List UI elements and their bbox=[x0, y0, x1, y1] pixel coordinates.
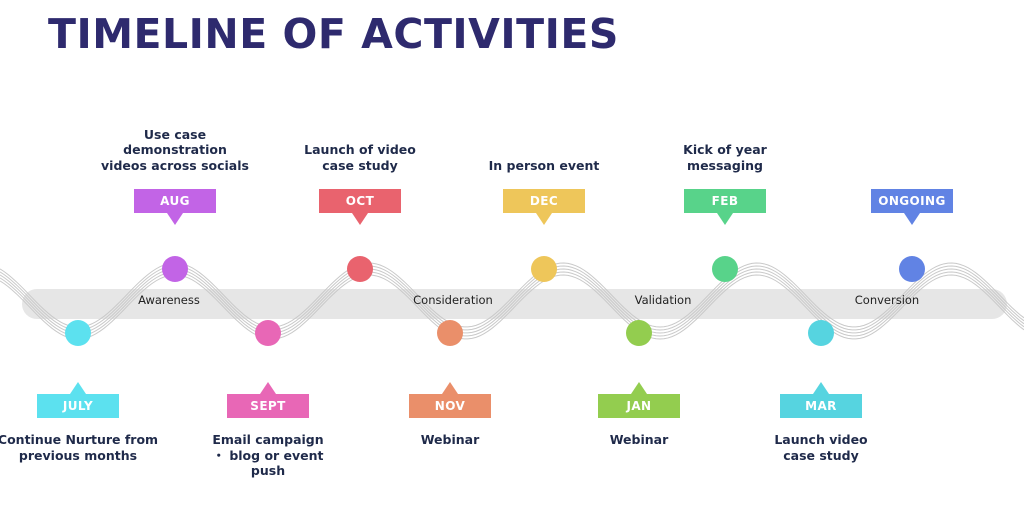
page-title: TIMELINE OF ACTIVITIES bbox=[48, 10, 619, 58]
description-line: Webinar bbox=[609, 432, 669, 447]
milestone-dot-july bbox=[65, 320, 91, 346]
month-tag-dec: DEC bbox=[503, 189, 585, 225]
description-line: Webinar bbox=[420, 432, 480, 447]
milestone-dot-feb bbox=[712, 256, 738, 282]
milestone-dot-sept bbox=[255, 320, 281, 346]
month-tag-aug: AUG bbox=[134, 189, 216, 225]
milestone-description-dec: In person event bbox=[459, 93, 629, 173]
milestone-description-jan: Webinar bbox=[554, 432, 724, 448]
stage-label: Consideration bbox=[413, 293, 493, 307]
description-line: Kick of year bbox=[683, 142, 767, 157]
milestone-dot-ongoing bbox=[899, 256, 925, 282]
description-line: videos across socials bbox=[101, 157, 249, 173]
description-line: case study bbox=[322, 157, 398, 173]
stage-label: Awareness bbox=[138, 293, 200, 307]
month-tag-nov: NOV bbox=[409, 382, 491, 418]
description-line: ・ blog or event bbox=[212, 447, 324, 463]
milestone-dot-mar bbox=[808, 320, 834, 346]
description-line: Use case bbox=[143, 126, 207, 142]
description-line: push bbox=[250, 463, 286, 478]
description-line: messaging bbox=[687, 157, 763, 173]
milestone-dot-oct bbox=[347, 256, 373, 282]
description-line: demonstration bbox=[123, 142, 227, 157]
description-line: In person event bbox=[488, 157, 600, 173]
milestone-description-nov: Webinar bbox=[365, 432, 535, 448]
description-line: previous months bbox=[18, 447, 138, 463]
month-tag-sept: SEPT bbox=[227, 382, 309, 418]
month-tag-ongoing: ONGOING bbox=[871, 189, 953, 225]
description-line: Continue Nurture from bbox=[0, 432, 159, 447]
timeline-dots bbox=[65, 256, 925, 346]
milestone-dot-aug bbox=[162, 256, 188, 282]
description-line: Launch video bbox=[774, 432, 868, 447]
month-tag-feb: FEB bbox=[684, 189, 766, 225]
month-tag-july: JULY bbox=[37, 382, 119, 418]
month-tag-jan: JAN bbox=[598, 382, 680, 418]
milestone-dot-jan bbox=[626, 320, 652, 346]
milestone-dot-dec bbox=[531, 256, 557, 282]
description-line: Email campaign bbox=[212, 432, 324, 447]
stage-label: Validation bbox=[634, 293, 692, 307]
stage-label: Conversion bbox=[854, 293, 920, 307]
month-tag-oct: OCT bbox=[319, 189, 401, 225]
month-tag-mar: MAR bbox=[780, 382, 862, 418]
milestone-dot-nov bbox=[437, 320, 463, 346]
description-line: case study bbox=[783, 447, 859, 463]
description-line: Launch of video bbox=[304, 142, 416, 157]
